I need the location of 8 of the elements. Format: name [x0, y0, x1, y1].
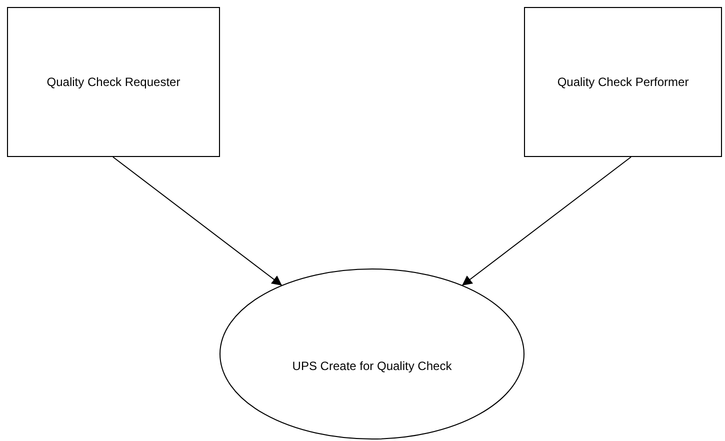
arrow — [112, 156, 282, 286]
node-label: Quality Check Performer — [557, 74, 689, 91]
use-case-ellipse — [220, 268, 524, 440]
actor-box — [524, 7, 722, 157]
actor-box — [7, 7, 220, 157]
arrow — [462, 156, 632, 286]
node-label: UPS Create for Quality Check — [292, 358, 452, 375]
node-label: Quality Check Requester — [46, 74, 180, 91]
